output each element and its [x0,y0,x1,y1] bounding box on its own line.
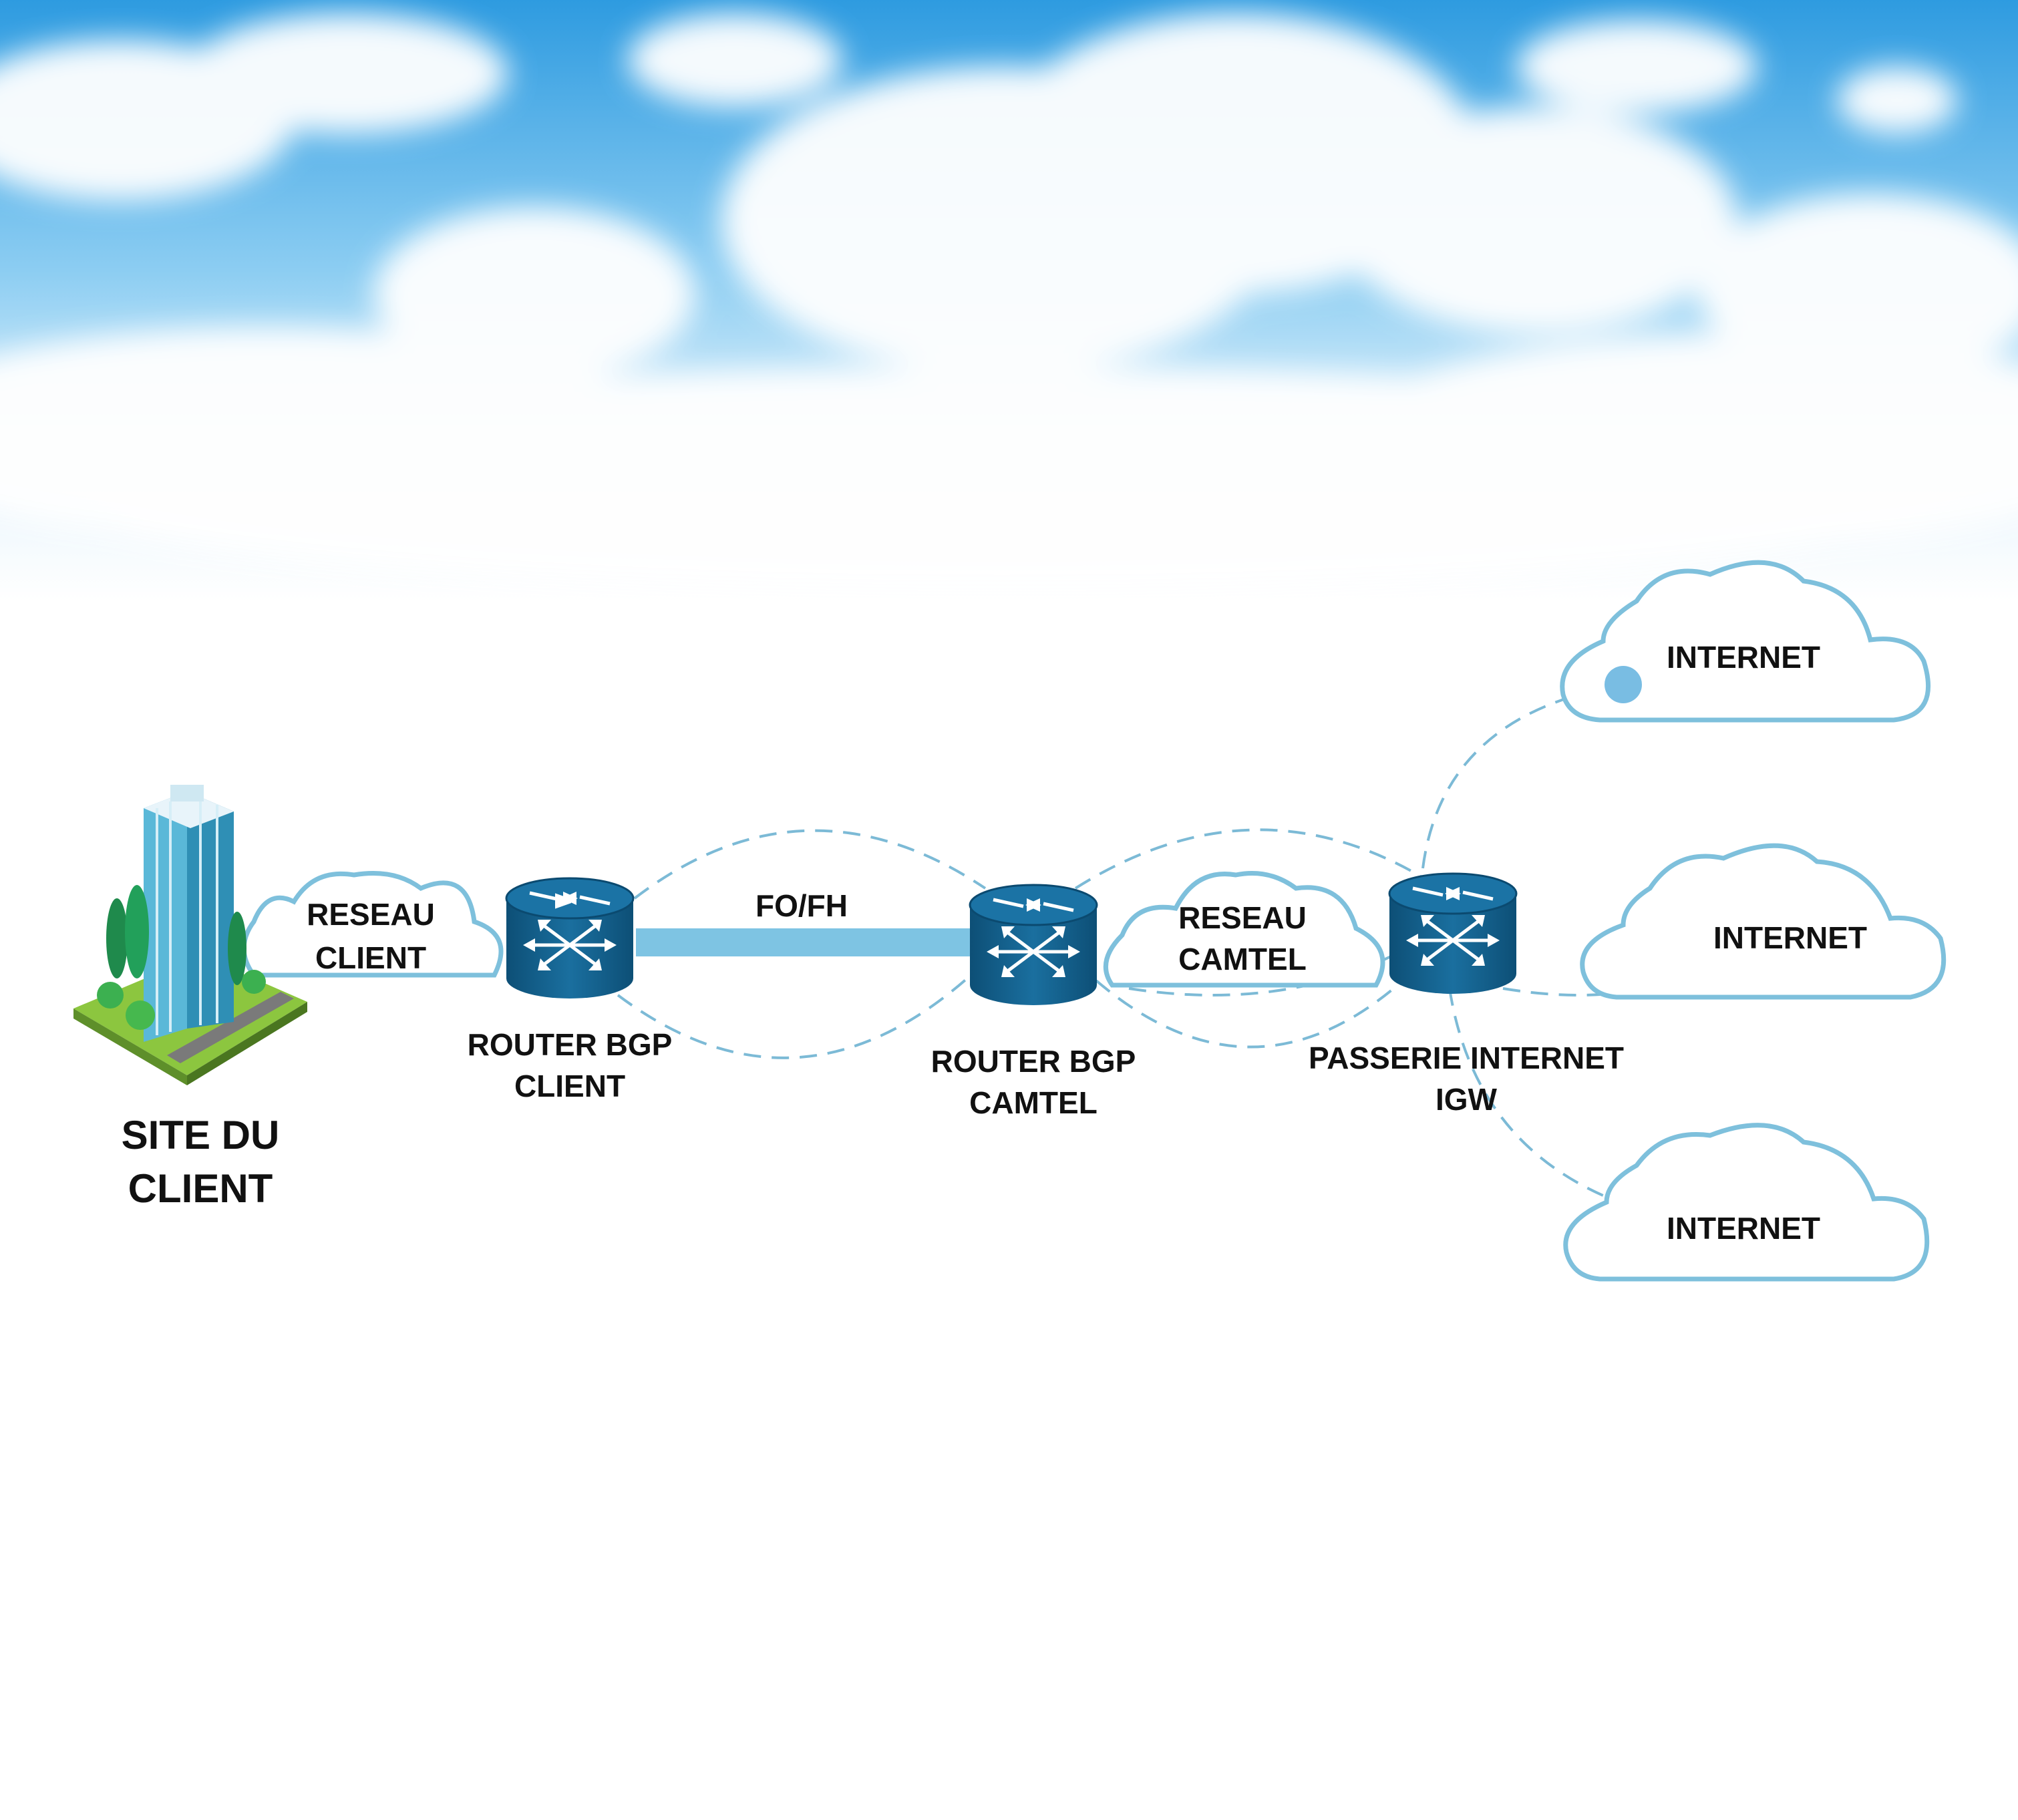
dashed-arc-top-1 [633,829,987,900]
router-arrows-icon [529,891,611,966]
router-arrows-icon [1412,886,1494,962]
client-network-label-line1: RESEAU [307,897,435,932]
labels: SITE DU CLIENT RESEAU CLIENT FO/FH ROUTE… [122,640,1867,1246]
client-building-icon [73,785,307,1085]
gateway-label-line1: PASSERIE INTERNET [1309,1041,1624,1075]
internet-label-3: INTERNET [1667,1211,1820,1246]
router-camtel-label-line1: ROUTER BGP [931,1044,1136,1079]
router-camtel-label-line2: CAMTEL [969,1085,1098,1120]
gateway-label-line2: IGW [1436,1082,1498,1117]
client-network-label-line2: CLIENT [315,940,426,975]
internet-cloud-3 [1563,1123,1930,1282]
sky-background [0,0,2018,601]
router-bgp-camtel [969,884,1098,1005]
router-client-label-line2: CLIENT [514,1069,625,1103]
dashed-to-internet-1 [1421,683,1624,869]
router-bgp-client [505,877,635,998]
router-internet-gateway [1388,872,1518,994]
dashed-arc-top-2 [1074,828,1431,890]
router-client-label-line1: ROUTER BGP [468,1027,673,1062]
dashed-arc-bottom-2 [1074,954,1431,1049]
internet-label-2: INTERNET [1713,920,1867,955]
camtel-network-label-line1: RESEAU [1178,900,1307,935]
site-label-line1: SITE DU [122,1113,280,1157]
internet-endpoint-dot [1605,666,1642,703]
client-network-cloud [241,871,504,978]
fo-fh-link [636,928,977,956]
router-arrows-icon [993,898,1074,973]
camtel-network-label-line2: CAMTEL [1178,942,1307,976]
internet-cloud-1 [1560,560,1931,723]
link-label: FO/FH [755,888,848,923]
internet-label-1: INTERNET [1667,640,1820,675]
internet-cloud-2 [1580,843,1947,1000]
site-label-line2: CLIENT [128,1166,273,1211]
dashed-arc-bottom-1 [617,960,987,1059]
camtel-network-cloud [1103,871,1385,988]
